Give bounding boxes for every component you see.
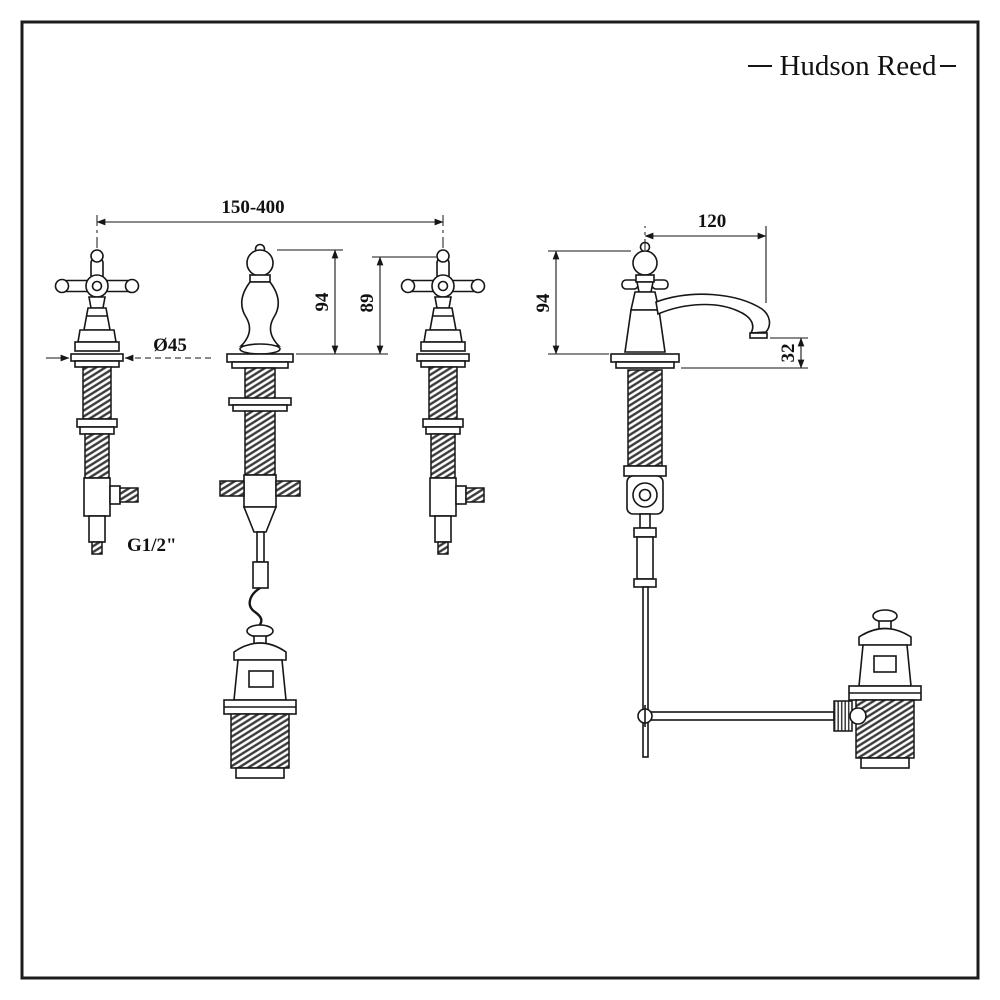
dim-width-label: 150-400 (221, 197, 284, 218)
spout-front (219, 243, 301, 627)
dim-diameter-label: Ø45 (153, 335, 187, 356)
thread-size-label: G1/2" (127, 535, 177, 556)
dim-spout-height: 94 (277, 249, 388, 355)
pop-up-waste-side (848, 609, 922, 769)
valve-left (54, 249, 140, 555)
waste-linkage (637, 700, 867, 732)
dim-reach-label: 120 (698, 211, 727, 232)
dim-width: 150-400 (96, 197, 444, 248)
dim-height-side: 94 (533, 250, 631, 355)
tap-side (610, 241, 771, 758)
dim-height-side-label: 94 (533, 293, 554, 313)
dim-drop: 32 (681, 337, 808, 369)
drawing-border (20, 20, 980, 980)
dim-handle-height: 89 (357, 256, 436, 355)
dim-spout-height-label: 94 (312, 292, 333, 312)
dim-diameter: Ø45 (46, 335, 212, 362)
brand-name: Hudson Reed (779, 50, 937, 82)
dim-reach: 120 (644, 211, 767, 303)
dim-drop-label: 32 (778, 344, 799, 363)
dim-handle-height-label: 89 (357, 294, 378, 313)
pop-up-waste-front (223, 624, 297, 779)
brand-logo: Hudson Reed (748, 50, 956, 82)
